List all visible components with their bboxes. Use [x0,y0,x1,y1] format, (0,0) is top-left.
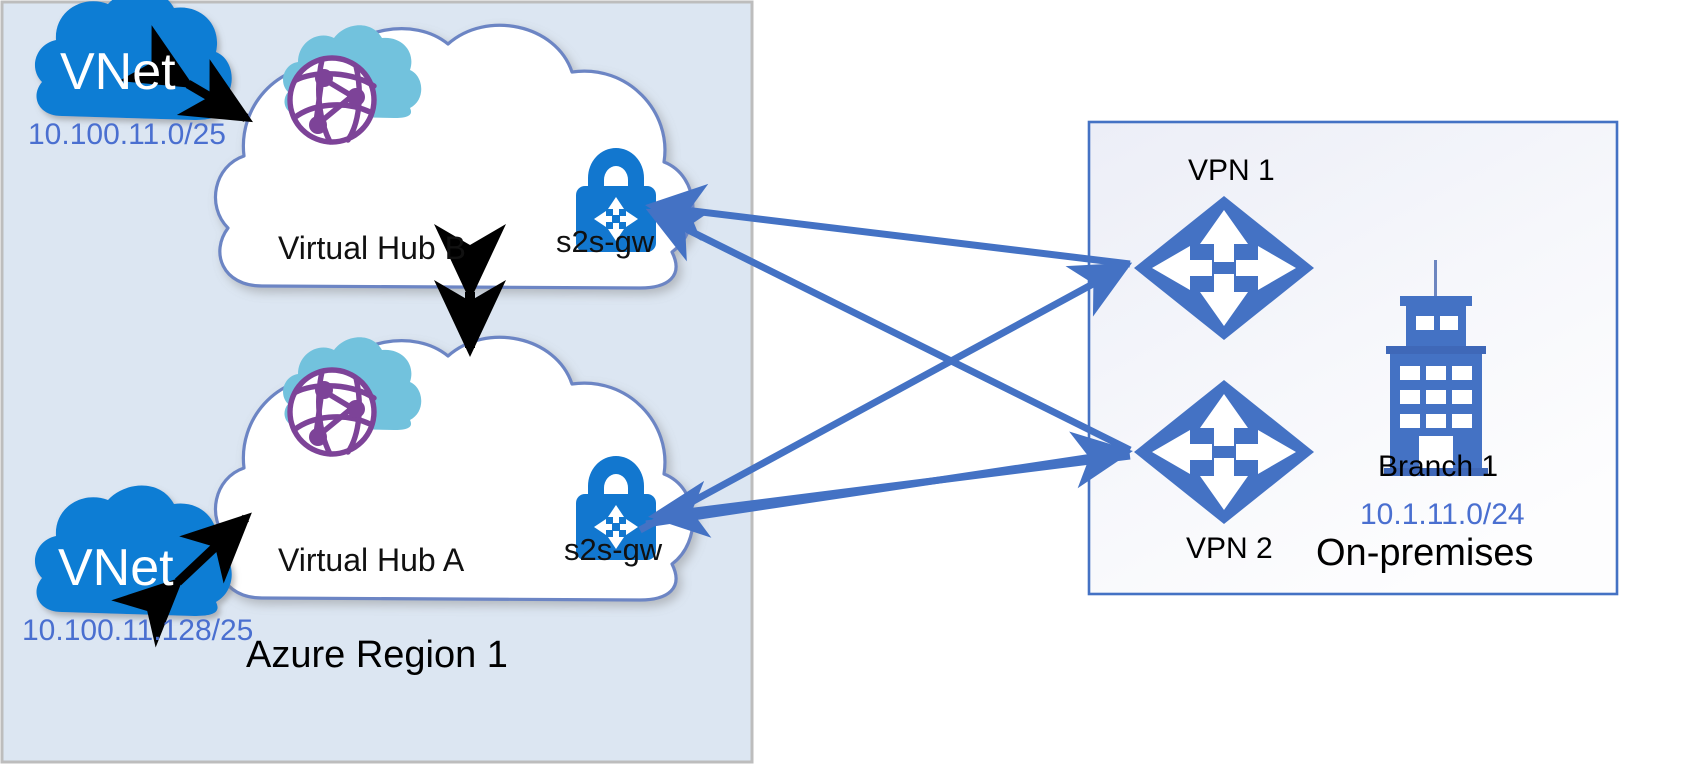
hub-a-gateway-label: s2s-gw [564,532,663,567]
hub-b-gateway-label: s2s-gw [556,224,655,259]
vpn-2-label: VPN 2 [1186,532,1273,565]
on-premises-label: On-premises [1316,532,1534,574]
connection-vpn1-to-hub-b-gw [645,183,1131,268]
connection-vnet-top-to-hub-b [118,25,253,123]
connection-vnet-bottom-to-hub-a [111,512,252,648]
virtual-wan-icon-hub-a [283,337,422,457]
vnet-bottom-cidr: 10.100.11.128/25 [22,614,254,647]
virtual-hub-a-label: Virtual Hub A [278,542,465,578]
router-diamond-icon-vpn-1 [1134,196,1314,340]
on-premises-box [1087,120,1619,596]
vpn-1-label: VPN 1 [1188,154,1275,187]
branch-label: Branch 1 [1378,450,1499,483]
vnet-top-label: VNet [60,43,176,101]
virtual-wan-icon-hub-b [283,25,422,145]
azure-region-label: Azure Region 1 [246,634,508,676]
connection-hub-a-gw-to-vpn1 [638,262,1133,534]
vnet-top-cidr: 10.100.11.0/25 [28,118,226,151]
vpn-gateway-lock-icon-hub-a [576,456,656,560]
router-diamond-icon-vpn-2 [1134,380,1314,524]
office-building-icon [1384,260,1488,476]
connection-hub-a-gw-to-vpn2 [645,431,1133,528]
branch-cidr: 10.1.11.0/24 [1360,498,1525,531]
connection-vpn2-to-hub-b-gw [645,208,1132,454]
virtual-hub-b-label: Virtual Hub B [278,230,466,266]
vnet-bottom-label: VNet [58,539,174,597]
vpn-gateway-lock-icon-hub-b [576,148,656,252]
